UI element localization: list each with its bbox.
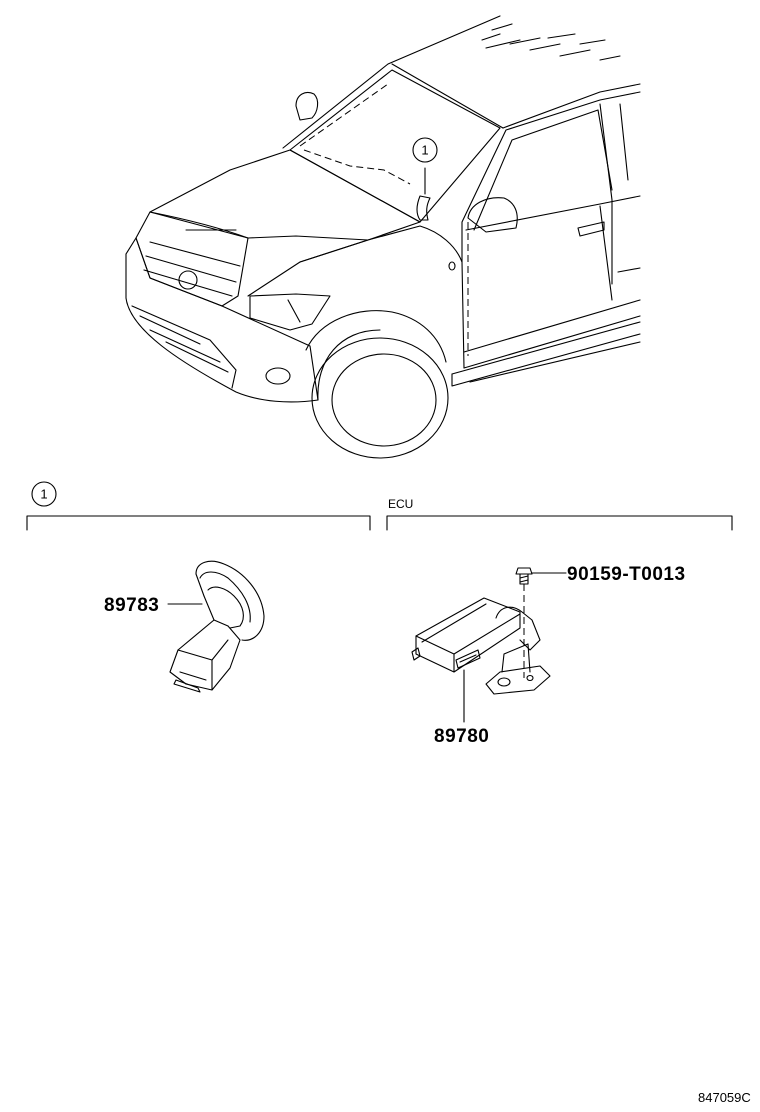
drawing-code: 847059C: [698, 1090, 751, 1105]
bolt-part-drawing[interactable]: [515, 567, 533, 585]
ecu-part-drawing[interactable]: [411, 584, 551, 695]
vehicle-drawing: [125, 15, 641, 459]
part-number-90159-T0013[interactable]: 90159-T0013: [567, 564, 686, 585]
part-number-89783[interactable]: 89783: [104, 595, 159, 616]
section-label-ecu: ECU: [388, 497, 413, 511]
sensor-part-drawing[interactable]: [169, 560, 265, 693]
vehicle-callout[interactable]: 1: [412, 137, 438, 163]
callout-number: 1: [40, 487, 47, 502]
callout-number: 1: [421, 143, 428, 158]
roof-stripes: [481, 23, 621, 61]
part-number-89780[interactable]: 89780: [434, 726, 489, 747]
section-brackets: [26, 515, 733, 531]
section-callout[interactable]: 1: [31, 481, 57, 507]
